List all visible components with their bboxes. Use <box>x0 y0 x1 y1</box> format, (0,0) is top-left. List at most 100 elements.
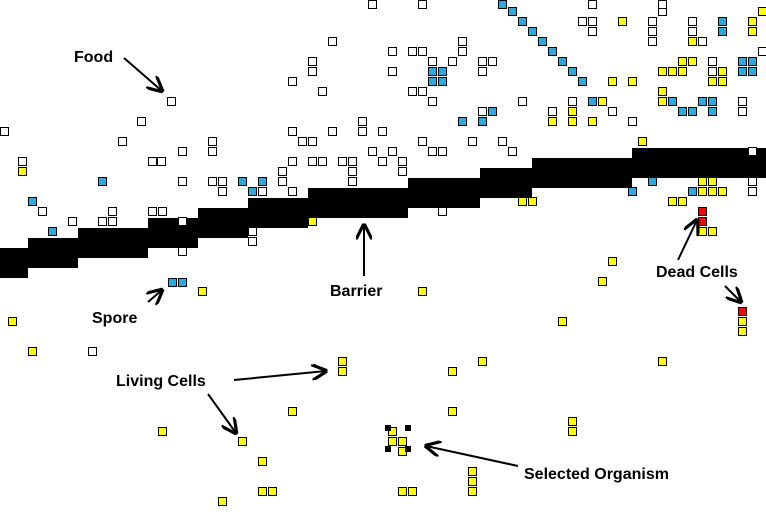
living-cell <box>718 67 727 76</box>
food-cell <box>148 207 157 216</box>
selection-handle[interactable] <box>405 446 411 452</box>
selection-handle[interactable] <box>385 425 391 431</box>
food-cell <box>648 27 657 36</box>
food-cell <box>388 47 397 56</box>
food-cell <box>708 67 717 76</box>
living-cell <box>668 67 677 76</box>
food-cell <box>478 57 487 66</box>
spore-cell <box>428 67 437 76</box>
living-cell <box>718 187 727 196</box>
living-cell <box>388 427 397 436</box>
food-cell <box>288 157 297 166</box>
selection-handle[interactable] <box>385 446 391 452</box>
living-cell <box>558 317 567 326</box>
spore-cell <box>238 177 247 186</box>
food-cell <box>68 217 77 226</box>
spore-cell <box>688 187 697 196</box>
living-cell <box>568 107 577 116</box>
living-cell <box>568 427 577 436</box>
food-cell <box>418 47 427 56</box>
spore-cell <box>518 17 527 26</box>
living-cell <box>568 117 577 126</box>
food-cell <box>208 147 217 156</box>
living-cell <box>758 7 766 16</box>
living-cell <box>468 467 477 476</box>
living-cell <box>598 97 607 106</box>
food-cell <box>288 77 297 86</box>
food-cell <box>698 37 707 46</box>
living-cell <box>418 287 427 296</box>
food-cell <box>758 47 766 56</box>
food-cell <box>278 167 287 176</box>
food-cell <box>418 0 427 9</box>
spore-cell <box>748 57 757 66</box>
food-cell <box>358 117 367 126</box>
food-cell <box>248 227 257 236</box>
food-cell <box>478 107 487 116</box>
food-cell <box>378 127 387 136</box>
food-cell <box>98 217 107 226</box>
food-cell <box>178 217 187 226</box>
living-cells-arrow-2 <box>207 393 236 433</box>
living-cell <box>628 77 637 86</box>
food-cell <box>588 27 597 36</box>
food-cell <box>398 157 407 166</box>
living-cell <box>748 27 757 36</box>
food-cell <box>428 147 437 156</box>
food-cell <box>478 67 487 76</box>
living-cell <box>288 407 297 416</box>
barrier-label: Barrier <box>330 283 382 300</box>
living-cell <box>698 177 707 186</box>
food-cell <box>428 57 437 66</box>
food-cell <box>208 177 217 186</box>
spore-cell <box>438 77 447 86</box>
living-cell <box>398 487 407 496</box>
food-cell <box>298 137 307 146</box>
spore-label: Spore <box>92 310 137 327</box>
food-cell <box>157 157 166 166</box>
living-cells-label: Living Cells <box>116 373 206 390</box>
spore-cell <box>548 47 557 56</box>
food-cell <box>218 187 227 196</box>
spore-cell <box>578 77 587 86</box>
spore-cell <box>738 67 747 76</box>
selection-handles <box>385 425 411 452</box>
spore-cell <box>538 37 547 46</box>
living-cell <box>738 317 747 326</box>
spore-cell <box>498 0 507 9</box>
living-cell <box>658 97 667 106</box>
living-cell <box>608 77 617 86</box>
food-cell <box>368 147 377 156</box>
food-cell <box>178 247 187 256</box>
food-cell <box>408 47 417 56</box>
food-cell <box>328 127 337 136</box>
food-cell <box>18 157 27 166</box>
food-cell <box>178 147 187 156</box>
food-cell <box>548 107 557 116</box>
selection-handle[interactable] <box>405 425 411 431</box>
barrier-segment <box>532 158 632 188</box>
food-cell <box>648 17 657 26</box>
living-cell <box>588 117 597 126</box>
food-arrow <box>123 57 162 91</box>
living-cell <box>708 187 717 196</box>
food-cell <box>748 187 757 196</box>
living-cell <box>398 437 407 446</box>
food-cell <box>738 97 747 106</box>
food-cell <box>358 127 367 136</box>
food-cell <box>588 0 597 9</box>
food-cell <box>498 137 507 146</box>
barrier <box>0 148 766 278</box>
food-cell <box>348 157 357 166</box>
living-cell <box>238 437 247 446</box>
living-cell <box>748 17 757 26</box>
dead-cell <box>738 307 747 316</box>
annotation-arrows <box>123 57 741 467</box>
living-cell <box>618 17 627 26</box>
spore-cell <box>718 27 727 36</box>
living-cell <box>18 167 27 176</box>
dead-cells-arrow-2 <box>724 285 741 302</box>
living-cell <box>658 87 667 96</box>
